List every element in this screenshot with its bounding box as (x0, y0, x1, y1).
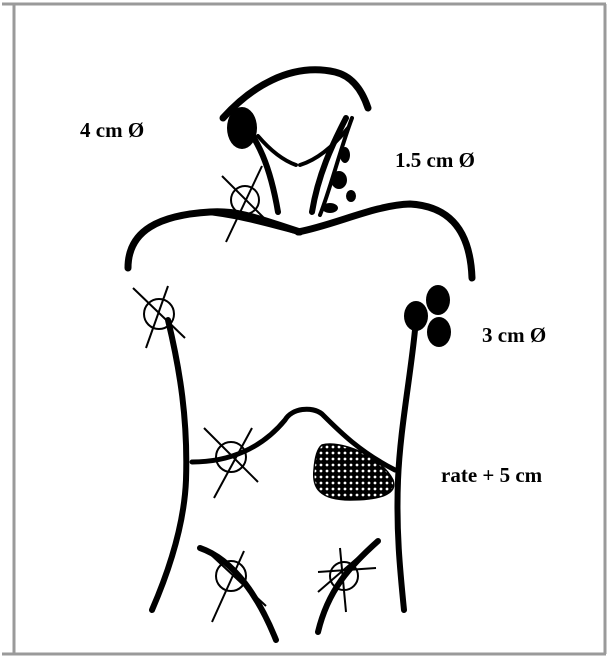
right-torso-side (397, 330, 415, 610)
crossed-node-supraclavicular (222, 166, 268, 242)
left-torso-side (152, 320, 186, 610)
crossed-node-left-axilla (133, 286, 185, 348)
right-shoulder (298, 204, 472, 278)
left-shoulder (128, 212, 300, 268)
nodes-axilla (404, 285, 451, 347)
crossed-node-left-inguinal (208, 551, 266, 622)
liver-enlargement (314, 444, 394, 500)
neck-right (312, 118, 346, 212)
label-axilla-nodes: 3 cm Ø (482, 323, 546, 347)
right-groin-line (318, 541, 378, 632)
label-liver: rate + 5 cm (441, 463, 543, 487)
label-left-neck-node: 4 cm Ø (80, 118, 144, 142)
label-right-neck-nodes: 1.5 cm Ø (395, 148, 475, 172)
node-left-neck (227, 107, 257, 149)
